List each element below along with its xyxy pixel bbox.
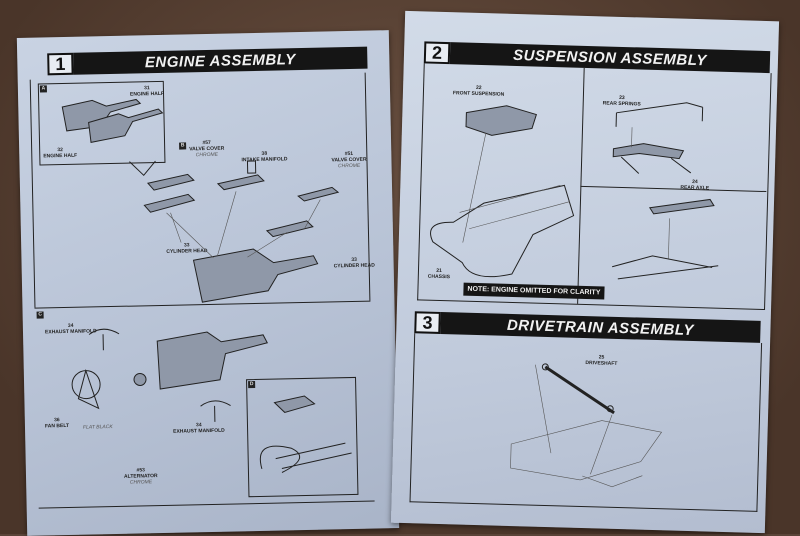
chassis-floor [510, 420, 663, 488]
rear-axle-installed [612, 198, 719, 280]
driveshaft [541, 363, 615, 415]
fan-belt [71, 368, 101, 410]
engine-in-chassis-drawing [259, 395, 352, 473]
intake-manifold [216, 160, 265, 191]
rear-axle [612, 143, 692, 174]
cylinder-head-right [265, 220, 314, 238]
callout-pointer [129, 160, 156, 177]
exhaust-manifold-left [88, 328, 120, 351]
rear-springs [615, 102, 704, 127]
valve-cover-left [146, 173, 195, 191]
engine-half-illustration [61, 98, 164, 144]
cylinder-head-left [143, 193, 196, 213]
front-suspension [465, 105, 538, 136]
engine-assembly-drawing [61, 98, 352, 473]
suspension-drivetrain-drawing [430, 102, 719, 488]
alternator [133, 372, 147, 386]
chassis [430, 184, 575, 278]
valve-cover-right [297, 186, 340, 202]
exhaust-manifold-right [200, 400, 231, 422]
engine-with-transmission [156, 331, 269, 390]
engine-block [192, 248, 319, 303]
